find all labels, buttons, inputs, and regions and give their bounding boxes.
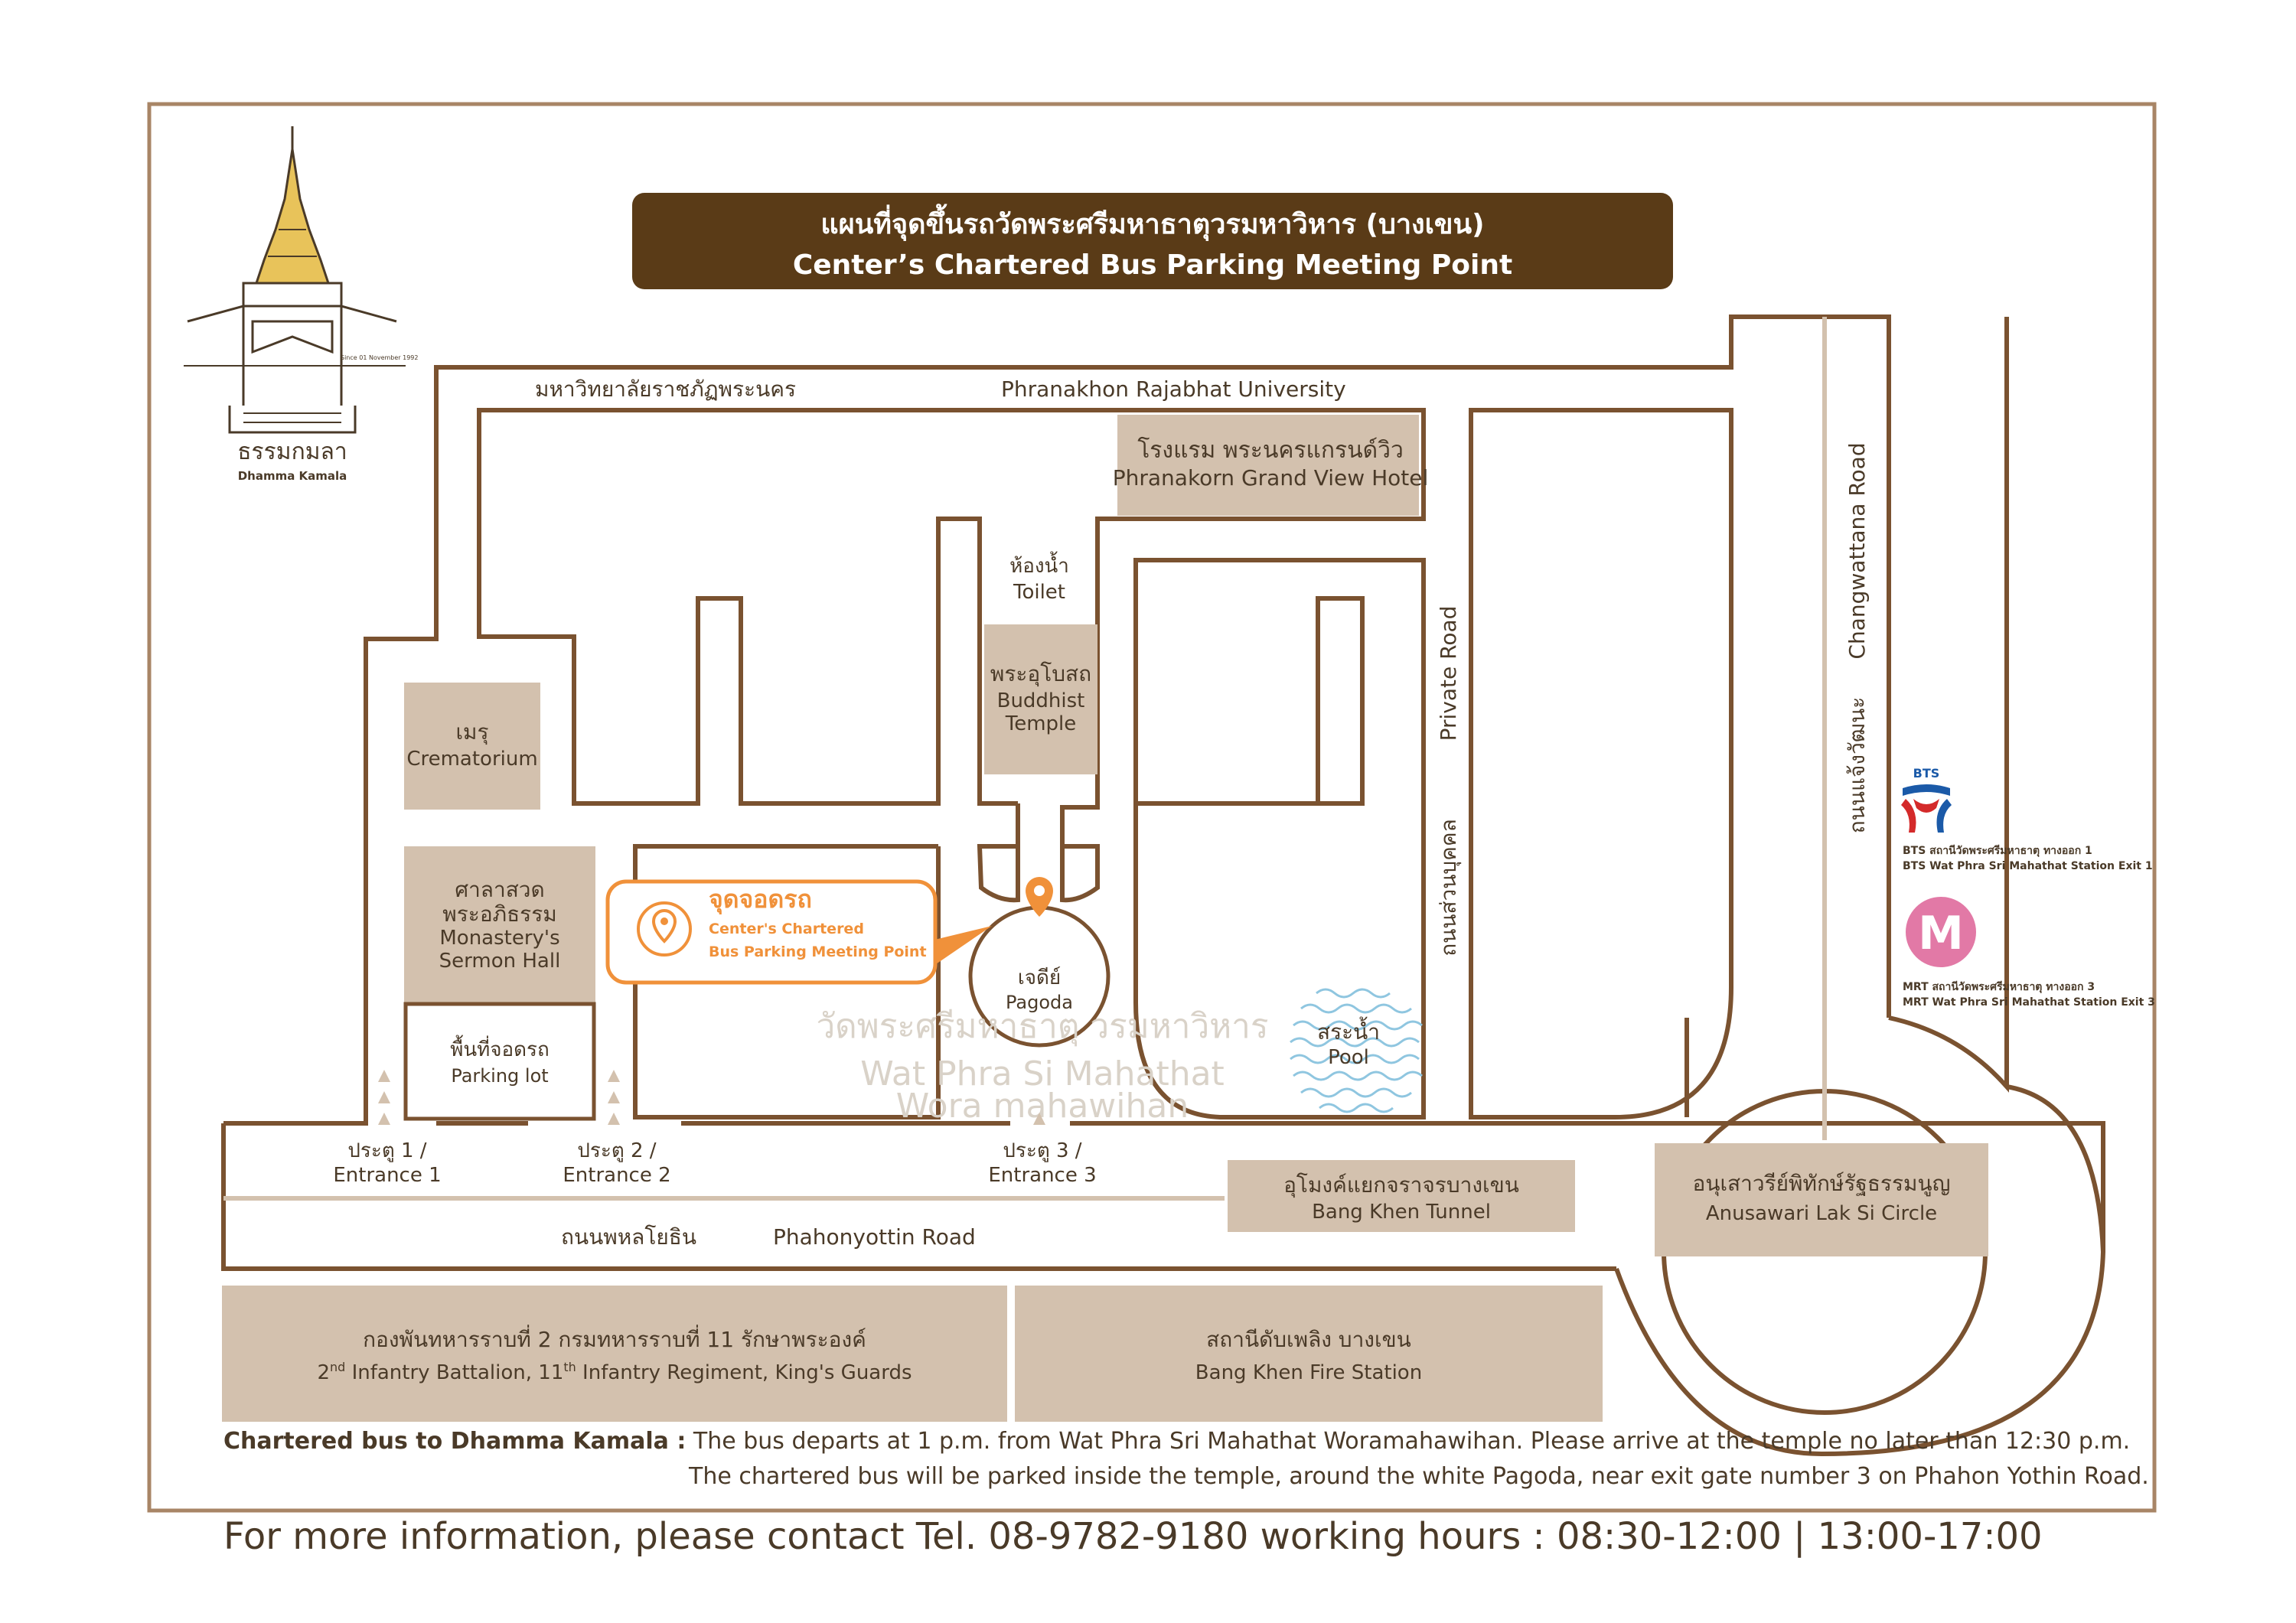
title-english: Center’s Chartered Bus Parking Meeting P… [793, 249, 1512, 281]
mrt-label-english: MRT Wat Phra Sri Mahathat Station Exit 3 [1903, 996, 2155, 1009]
meeting-point-pin-icon [1026, 877, 1053, 917]
circle-label-thai: อนุเสาวรีย์พิทักษ์รัฐธรรมนูญ [1693, 1171, 1951, 1197]
bus-note-line-1: Chartered bus to Dhamma Kamala : The bus… [223, 1428, 2130, 1455]
parking-lot-box [403, 1002, 596, 1121]
crematorium-label-english: Crematorium [406, 748, 537, 771]
temple-label-thai: พระอุโบสถ [990, 661, 1091, 687]
temple-grounds-outline [221, 314, 2106, 1457]
entrance-1-english: Entrance 1 [333, 1164, 441, 1187]
entrance-2-thai: ประตู 2 / [577, 1139, 656, 1162]
temple-label-english-1: Buddhist [997, 689, 1085, 712]
logo-name-english: Dhamma Kamala [238, 469, 347, 483]
entrance-1-thai: ประตู 1 / [347, 1139, 426, 1162]
meeting-point-english-1: Center's Chartered [709, 921, 864, 937]
hotel-label-thai: โรงแรม พระนครแกรนด์วิว [1137, 436, 1404, 464]
bts-label-thai: BTS สถานีวัดพระศรีมหาธาตุ ทางออก 1 [1903, 845, 2092, 857]
tunnel-box [1228, 1160, 1575, 1232]
entrance-arrows [378, 1070, 1045, 1125]
bus-note-label: Chartered bus to Dhamma Kamala : [223, 1428, 687, 1455]
hotel-box [1117, 415, 1419, 516]
parking-label-thai: พื้นที่จอดรถ [450, 1035, 550, 1061]
crematorium-label-thai: เมรุ [455, 719, 488, 745]
toilet-label-english: Toilet [1013, 581, 1065, 604]
pool-label-thai: สระน้ำ [1317, 1016, 1380, 1045]
title-banner: แผนที่จุดขึ้นรถวัดพระศรีมหาธาตุวรมหาวิหา… [632, 193, 1673, 289]
battalion-label-english: 2nd Infantry Battalion, 11th Infantry Re… [317, 1360, 912, 1384]
entrance-2-english: Entrance 2 [563, 1164, 670, 1187]
sermon-label-english-2: Sermon Hall [439, 950, 561, 973]
bus-note-line-2: The chartered bus will be parked inside … [689, 1463, 2149, 1490]
meeting-point-callout: จุดจอดรถ Center's Chartered Bus Parking … [605, 879, 992, 985]
changwattana-label-english: Changwattana Road [1844, 442, 1870, 659]
pagoda-label-thai: เจดีย์ [1018, 966, 1061, 989]
pool-label-english: Pool [1328, 1046, 1369, 1069]
toilet-label-thai: ห้องน้ำ [1009, 551, 1069, 578]
pool-icon [1290, 988, 1423, 1113]
bus-note-text-2: The chartered bus will be parked inside … [689, 1463, 2149, 1490]
logo-since: Since 01 November 1992 [341, 354, 418, 361]
sermon-label-english-1: Monastery's [439, 927, 559, 950]
mrt-station: M MRT สถานีวัดพระศรีมหาธาตุ ทางออก 3 MRT… [1903, 897, 2155, 1009]
private-road-label-english: Private Road [1436, 606, 1461, 741]
sermon-label-thai-1: ศาลาสวด [455, 877, 544, 902]
mrt-label-thai: MRT สถานีวัดพระศรีมหาธาตุ ทางออก 3 [1903, 981, 2095, 993]
logo-name-thai: ธรรมกมลา [237, 438, 347, 465]
sermon-hall-box [404, 846, 595, 1002]
entrance-3-english: Entrance 3 [988, 1164, 1096, 1187]
wat-watermark-thai: วัดพระศรีมหาธาตุ วรมหาวิหาร [816, 1007, 1268, 1047]
tunnel-label-thai: อุโมงค์แยกจราจรบางเขน [1283, 1172, 1519, 1198]
title-thai: แผนที่จุดขึ้นรถวัดพระศรีมหาธาตุวรมหาวิหา… [820, 204, 1484, 242]
bts-label-english: BTS Wat Phra Sri Mahathat Station Exit 1 [1903, 860, 2153, 872]
lak-si-circle-box [1655, 1143, 1988, 1256]
map-frame [147, 102, 2157, 1513]
bus-note-text-1: The bus departs at 1 p.m. from Wat Phra … [693, 1428, 2131, 1455]
contact-info: For more information, please contact Tel… [223, 1515, 2043, 1558]
location-pin-icon [637, 901, 692, 957]
pagoda-label-english: Pagoda [1006, 992, 1073, 1013]
battalion-box [222, 1286, 1007, 1422]
university-label-thai: มหาวิทยาลัยราชภัฏพระนคร [535, 376, 796, 402]
battalion-label-thai: กองพันทหารราบที่ 2 กรมทหารราบที่ 11 รักษ… [363, 1325, 866, 1352]
tunnel-label-english: Bang Khen Tunnel [1312, 1201, 1491, 1224]
bts-icon: BTS [1913, 766, 1940, 781]
dhamma-kamala-logo: Since 01 November 1992 ธรรมกมลา Dhamma K… [184, 126, 418, 483]
circle-label-english: Anusawari Lak Si Circle [1706, 1202, 1937, 1225]
entrance-3-thai: ประตู 3 / [1003, 1139, 1081, 1162]
mrt-icon-letter: M [1918, 907, 1964, 960]
meeting-point-thai: จุดจอดรถ [709, 885, 812, 915]
parking-label-english: Parking lot [451, 1065, 548, 1087]
bts-station: BTS BTS สถานีวัดพระศรีมหาธาตุ ทางออก 1 B… [1901, 766, 2153, 872]
temple-label-english-2: Temple [1005, 712, 1077, 735]
university-label-english: Phranakhon Rajabhat University [1001, 376, 1346, 402]
mrt-icon [1906, 897, 1976, 967]
buddhist-temple-box [984, 624, 1097, 774]
crematorium-box [404, 683, 540, 810]
private-road-label-thai: ถนนส่วนบุคคล [1436, 819, 1462, 957]
meeting-point-english-2: Bus Parking Meeting Point [709, 943, 927, 960]
fire-station-label-thai: สถานีดับเพลิง บางเขน [1206, 1327, 1411, 1352]
road-label-thai: ถนนพหลโยธิน [561, 1224, 696, 1250]
hotel-label-english: Phranakorn Grand View Hotel [1113, 465, 1429, 490]
changwattana-label-thai: ถนนแจ้งวัฒนะ [1844, 697, 1870, 834]
road-label-english: Phahonyottin Road [773, 1224, 976, 1250]
wat-watermark-english-1: Wat Phra Si Mahathat [860, 1054, 1225, 1093]
fire-station-box [1015, 1286, 1603, 1422]
sermon-label-thai-2: พระอภิธรรม [442, 901, 556, 927]
fire-station-label-english: Bang Khen Fire Station [1195, 1361, 1422, 1384]
